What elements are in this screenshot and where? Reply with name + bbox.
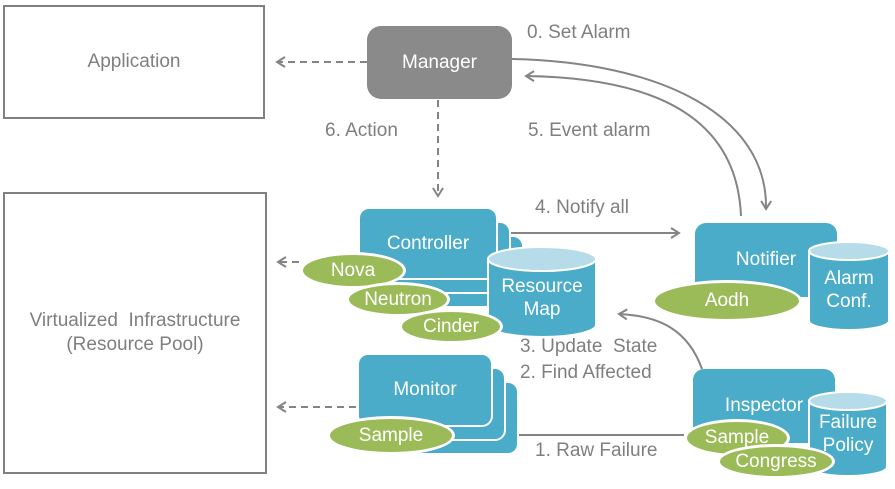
- step-label-find-affected: 2. Find Affected: [520, 362, 652, 383]
- aodh-plugin-ellipse: Aodh: [652, 280, 802, 322]
- alarm-conf-cylinder: [808, 241, 890, 331]
- neutron-plugin-ellipse: Neutron: [346, 282, 450, 317]
- cinder-label: Cinder: [423, 315, 479, 337]
- arrow-inspector-to-resource-map: [617, 308, 703, 370]
- inspector-sample-label: Sample: [704, 427, 770, 448]
- step-label-update-state: 3. Update State: [520, 336, 658, 357]
- step-label-notify-all: 4. Notify all: [535, 197, 629, 218]
- monitor-sample-plugin-ellipse: Sample: [327, 416, 455, 455]
- arrow-set-alarm-manager-to-notifier: [511, 58, 772, 211]
- failure-policy-label-line1: Failure: [818, 412, 878, 433]
- manager-node: Manager: [367, 26, 512, 99]
- alarm-conf-label: Alarm Conf.: [808, 267, 890, 313]
- monitor-label: Monitor: [393, 379, 457, 400]
- controller-label: Controller: [386, 232, 470, 254]
- monitor-node: [357, 353, 493, 427]
- resource-map-label-line2: Map: [523, 299, 561, 320]
- monitor-label-wrap: Monitor: [357, 353, 493, 427]
- monitor-sample-label: Sample: [358, 424, 424, 446]
- alarm-conf-label-line2: Conf.: [826, 291, 872, 312]
- virtualized-infrastructure-box: Virtualized Infrastructure (Resource Poo…: [3, 192, 267, 474]
- aodh-label: Aodh: [704, 290, 750, 311]
- cinder-plugin-ellipse: Cinder: [399, 309, 503, 344]
- resource-map-label: Resource Map: [487, 275, 597, 321]
- step-label-action: 6. Action: [325, 120, 398, 141]
- failure-policy-label-line2: Policy: [822, 435, 874, 456]
- virtualized-infrastructure-label-line2: (Resource Pool): [66, 334, 204, 355]
- manager-label: Manager: [402, 51, 477, 73]
- virtualized-infrastructure-label-line1: Virtualized Infrastructure: [29, 310, 241, 331]
- step-label-set-alarm: 0. Set Alarm: [527, 22, 631, 43]
- resource-map-cylinder: [487, 246, 597, 338]
- notifier-label: Notifier: [735, 249, 797, 270]
- congress-label: Congress: [735, 450, 817, 472]
- step-label-event-alarm: 5. Event alarm: [528, 120, 651, 141]
- controller-label-wrap: Controller: [358, 207, 498, 280]
- neutron-label: Neutron: [364, 288, 432, 310]
- nova-label: Nova: [330, 259, 376, 281]
- inspector-label: Inspector: [724, 395, 804, 416]
- alarm-conf-label-line1: Alarm: [824, 268, 874, 289]
- step-label-raw-failure: 1. Raw Failure: [535, 440, 658, 461]
- resource-map-label-line1: Resource: [501, 276, 583, 297]
- application-box: Application: [3, 5, 265, 119]
- arrow-event-alarm-notifier-to-manager: [524, 70, 742, 217]
- failure-policy-label: Failure Policy: [808, 411, 888, 457]
- congress-plugin-ellipse: Congress: [717, 444, 835, 479]
- application-label: Application: [87, 51, 181, 72]
